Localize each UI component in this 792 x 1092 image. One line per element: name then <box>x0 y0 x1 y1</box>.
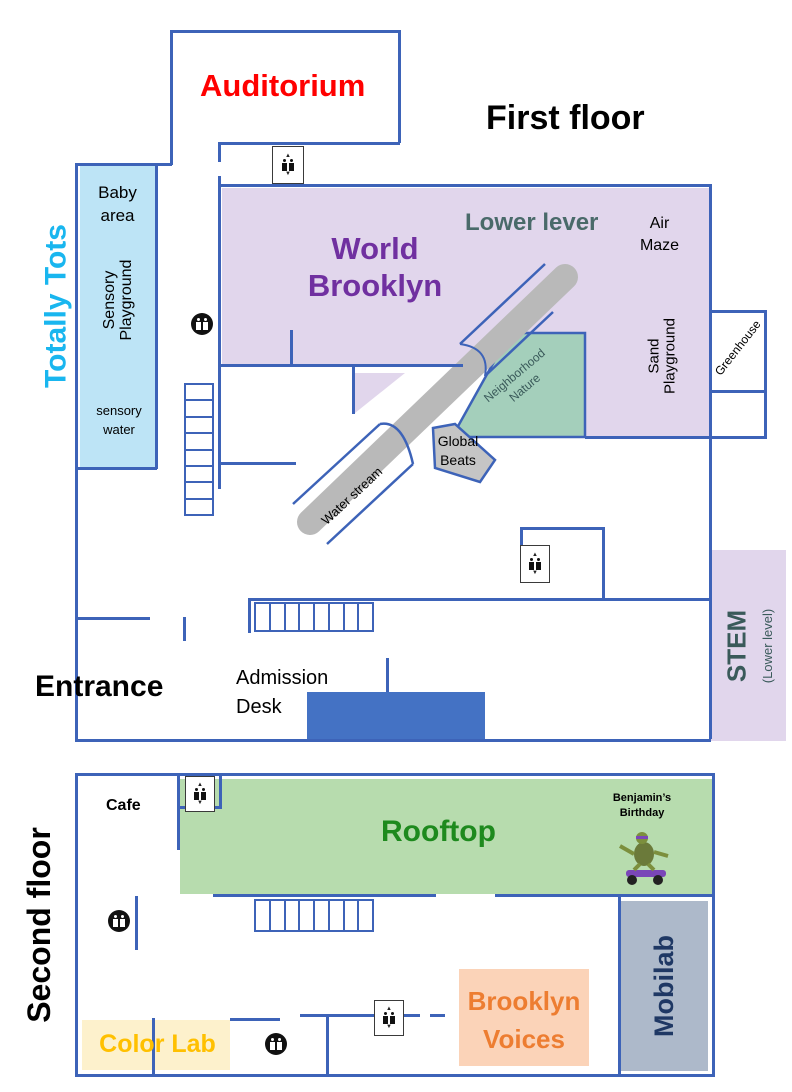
wall <box>495 894 714 897</box>
wall <box>213 894 436 897</box>
wall <box>386 658 389 692</box>
wall <box>711 310 766 313</box>
sand-playground-label: Sand Playground <box>645 318 678 394</box>
baby-area-label: Baby area <box>98 183 137 225</box>
restroom-icon <box>265 1033 287 1055</box>
wall <box>218 184 711 187</box>
admission-desk-label: Admission Desk <box>236 667 329 718</box>
elevator-icon: ▲▼ <box>185 776 215 812</box>
air-maze-label: Air Maze <box>639 215 680 255</box>
wall <box>75 1074 715 1077</box>
wall <box>219 776 222 808</box>
water-stream-area <box>292 263 578 545</box>
wall <box>712 773 715 1077</box>
wall <box>618 896 621 1074</box>
wall <box>585 436 767 439</box>
wall <box>764 310 767 438</box>
wall <box>520 527 523 549</box>
global-beats-label: Global Beats <box>437 433 479 468</box>
wall <box>75 773 78 1077</box>
wall <box>170 30 173 165</box>
greenhouse-label: Greenhouse <box>711 317 764 379</box>
wall <box>75 739 711 742</box>
wall <box>218 142 221 162</box>
mobilab-label: Mobilab <box>648 935 679 1037</box>
wall <box>326 1014 329 1074</box>
stem-sublabel: (Lower level) <box>760 608 776 684</box>
stairs-icon <box>254 899 374 932</box>
second-floor-title: Second floor <box>21 827 58 1023</box>
world-brooklyn-area <box>222 188 709 364</box>
wall <box>183 617 186 641</box>
wall <box>75 467 157 470</box>
wall <box>155 163 158 469</box>
wall <box>152 1018 155 1074</box>
rooftop-label: Rooftop <box>381 815 496 848</box>
color-lab-area <box>82 1020 230 1070</box>
wall <box>177 776 180 850</box>
elevator-icon: ▲▼ <box>374 1000 404 1036</box>
wall <box>248 598 251 633</box>
wall <box>520 527 604 530</box>
wall <box>135 896 138 950</box>
wall <box>75 773 714 776</box>
wall <box>290 330 293 365</box>
wall <box>75 617 150 620</box>
restroom-icon <box>191 313 213 335</box>
stem-area <box>711 550 786 741</box>
global-beats-area <box>431 422 497 484</box>
wall <box>75 163 172 166</box>
entrance-label: Entrance <box>35 670 164 703</box>
wall <box>218 462 296 465</box>
world-brooklyn-lower-area <box>585 360 709 438</box>
ninja-turtle-skateboard-icon <box>619 832 669 885</box>
elevator-icon: ▲▼ <box>520 545 550 583</box>
totally-tots-label: Totally Tots <box>39 224 73 388</box>
totally-tots-area <box>80 166 155 468</box>
elevator-icon: ▲▼ <box>272 146 304 184</box>
stem-label: STEM <box>721 609 752 683</box>
first-floor-title: First floor <box>486 99 645 137</box>
wall <box>170 30 400 33</box>
lower-level-label: Lower lever <box>465 209 599 236</box>
birthday-label: Benjamin’s Birthday <box>612 792 672 820</box>
restroom-icon <box>108 910 130 932</box>
sensory-water-label: sensory water <box>96 403 142 437</box>
wall <box>218 364 463 367</box>
admission-desk-counter <box>307 692 485 742</box>
wall <box>352 364 355 414</box>
color-lab-label: Color Lab <box>99 1030 216 1058</box>
sensory-playground-label: Sensory Playground <box>101 259 135 341</box>
wall <box>300 1014 420 1017</box>
cafe-label: Cafe <box>106 797 141 814</box>
wall <box>75 163 78 741</box>
rooftop-area <box>180 779 714 894</box>
wall <box>602 527 605 599</box>
wall <box>248 598 710 601</box>
mobilab-area <box>620 901 708 1071</box>
wall <box>430 1014 445 1017</box>
wall <box>711 390 766 393</box>
stairs-icon <box>254 602 374 632</box>
wall <box>230 1018 280 1021</box>
wall <box>218 176 221 366</box>
wall <box>218 142 400 145</box>
brooklyn-voices-area <box>459 969 589 1066</box>
wall <box>398 30 401 143</box>
wall <box>709 184 712 739</box>
auditorium-label: Auditorium <box>200 68 366 103</box>
brooklyn-voices-label: Brooklyn Voices <box>467 986 581 1054</box>
stairs-icon <box>184 383 214 516</box>
world-brooklyn-label: World Brooklyn <box>307 231 443 304</box>
wall <box>218 364 221 489</box>
